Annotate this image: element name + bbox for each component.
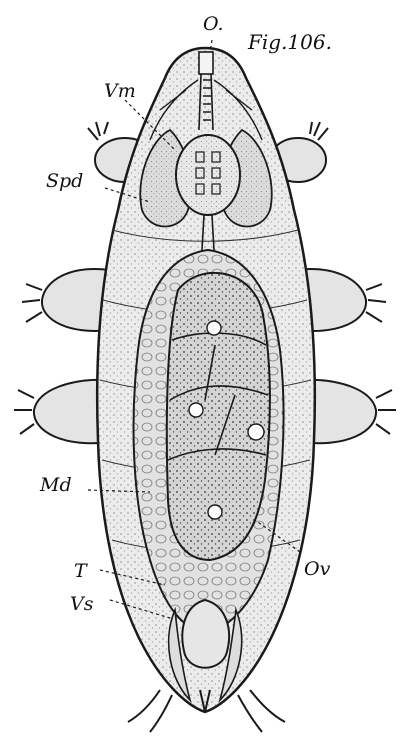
pharyngeal-bulb [176,135,240,215]
egg-nucleus [189,403,203,417]
label-vm: Vm [104,82,136,101]
label-spd: Spd [46,172,83,191]
label-vs: Vs [70,595,93,614]
label-o: O. [203,15,224,34]
leg-mid-left [22,269,110,331]
leg-hind-left [14,380,110,443]
label-ov: Ov [304,560,330,579]
egg-nucleus [208,505,222,519]
figure-title: Fig.106. [248,32,332,52]
label-md: Md [40,476,72,495]
egg-nucleus [248,424,264,440]
ovary [167,273,270,560]
egg-nucleus [207,321,221,335]
testis [182,600,229,668]
label-t: T [74,562,87,581]
